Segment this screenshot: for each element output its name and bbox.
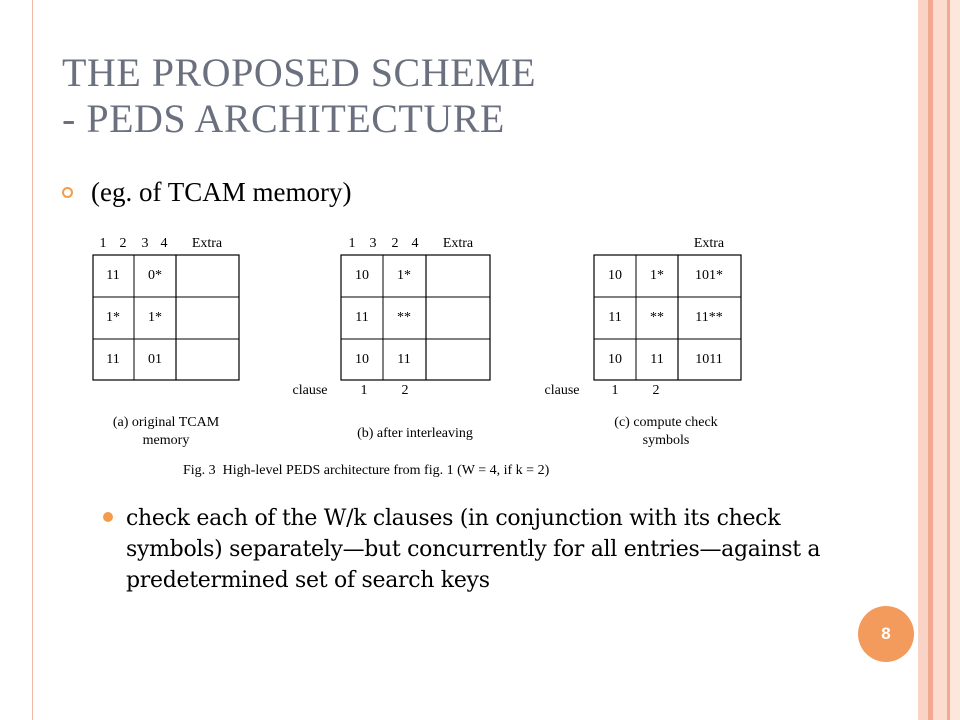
table-cell: 11 (106, 352, 119, 367)
panel-c-clause-label: clause (545, 383, 580, 398)
panel-a-header-extra: Extra (192, 236, 223, 251)
panel-a-header-1: 1 (100, 236, 107, 251)
panel-c: Extra 10 1* 101* 11 ** 11** 10 11 1011 c… (545, 236, 742, 448)
bullet-item: (eg. of TCAM memory) (62, 177, 351, 208)
table-cell: 10 (355, 268, 369, 283)
panel-a-caption-line-1: (a) original TCAM (113, 415, 220, 430)
table-cell: 11 (397, 352, 410, 367)
right-decor-band (947, 0, 950, 720)
sub-bullet-item: check each of the W/k clauses (in conjun… (103, 503, 823, 596)
panel-c-header-extra: Extra (694, 236, 725, 251)
left-border-line (32, 0, 33, 720)
sub-bullet-text: check each of the W/k clauses (in conjun… (126, 506, 821, 593)
panel-b-header-1: 1 (349, 236, 356, 251)
panel-b-header-4: 4 (412, 236, 419, 251)
table-cell: 1* (650, 268, 664, 283)
panel-a-header-2: 2 (120, 236, 127, 251)
table-cell: ** (397, 310, 411, 325)
panel-a-header-4: 4 (161, 236, 168, 251)
table-cell: 1* (106, 310, 120, 325)
title-line-2: - PEDS ARCHITECTURE (62, 96, 505, 141)
dot-bullet-icon (103, 512, 113, 522)
panel-b-header-extra: Extra (443, 236, 474, 251)
table-cell: 1* (148, 310, 162, 325)
panel-a: 1 2 3 4 Extra 11 0* 1* 1* 11 01 (a) orig… (92, 236, 240, 448)
panel-c-table (593, 254, 742, 381)
table-cell: 11 (106, 268, 119, 283)
panel-b-clause-2: 2 (402, 383, 409, 398)
panel-c-caption-line-1: (c) compute check (614, 415, 717, 430)
panel-b-clause-label: clause (293, 383, 328, 398)
panel-c-clause-1: 1 (612, 383, 619, 398)
table-cell: 1011 (695, 352, 722, 367)
panel-c-clause-2: 2 (653, 383, 660, 398)
ring-bullet-icon (62, 187, 73, 198)
table-cell: 01 (148, 352, 162, 367)
table-cell: 0* (148, 268, 162, 283)
panel-a-header-3: 3 (142, 236, 149, 251)
panel-b-clause-1: 1 (361, 383, 368, 398)
panel-a-caption-line-2: memory (143, 433, 190, 448)
title-line-1: THE PROPOSED SCHEME (62, 50, 537, 95)
panel-b: 1 3 2 4 Extra 10 1* 11 ** 10 11 clause 1… (293, 236, 491, 441)
table-cell: ** (650, 310, 664, 325)
table-cell: 11 (355, 310, 368, 325)
panel-b-header-2: 3 (370, 236, 377, 251)
table-cell: 10 (608, 268, 622, 283)
table-cell: 10 (355, 352, 369, 367)
panel-b-header-3: 2 (392, 236, 399, 251)
panel-a-table (92, 254, 240, 381)
table-cell: 101* (695, 268, 723, 283)
page-number-badge: 8 (858, 606, 914, 662)
panel-c-caption-line-2: symbols (643, 433, 690, 448)
right-decor-band (950, 0, 960, 720)
table-cell: 1* (397, 268, 411, 283)
right-decor-band (928, 0, 933, 720)
right-decor-band (918, 0, 928, 720)
table-cell: 10 (608, 352, 622, 367)
table-cell: 11 (608, 310, 621, 325)
page-number: 8 (881, 624, 891, 643)
bullet-text: (eg. of TCAM memory) (91, 177, 352, 207)
panel-b-table (340, 254, 491, 381)
table-cell: 11 (650, 352, 663, 367)
slide-title: THE PROPOSED SCHEME - PEDS ARCHITECTURE (62, 50, 536, 142)
right-decor-band (933, 0, 947, 720)
figure-caption: Fig. 3 High-level PEDS architecture from… (183, 463, 550, 478)
panel-b-caption: (b) after interleaving (357, 426, 473, 441)
table-cell: 11** (695, 310, 722, 325)
